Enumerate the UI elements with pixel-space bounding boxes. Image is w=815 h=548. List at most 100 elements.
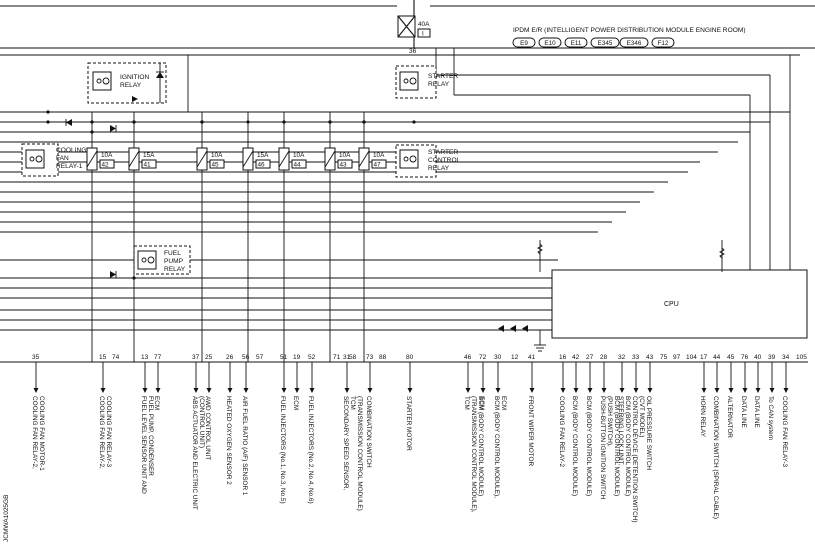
output-label: HORN RELAY [699, 396, 706, 438]
fuse-amp: 10A [101, 152, 113, 159]
pin-number: 57 [256, 354, 264, 361]
pin-number: 44 [713, 354, 721, 361]
output-connection: FUEL INJECTORS (No.1, No.3, No.5) [279, 362, 287, 504]
connector-label: E10 [544, 40, 556, 47]
pin-number: 80 [406, 354, 414, 361]
pin-number: 37 [192, 354, 200, 361]
output-label: AIR FUEL RATIO (A/F) SENSOR 1 [241, 396, 248, 496]
output-label: PUSH-BUTTON IGNITION SWITCH [599, 396, 606, 500]
connector-label: F12 [658, 40, 669, 47]
pin-number: 33 [632, 354, 640, 361]
starter-control-relay-line2: CONTROL [428, 157, 461, 164]
pin-number: 88 [379, 354, 387, 361]
pin-number: 19 [293, 354, 301, 361]
riser-lines [435, 48, 791, 280]
starter-relay-line1: STARTER [428, 73, 458, 80]
pin-number: 76 [741, 354, 749, 361]
output-connection: COOLING FAN RELAY-2,COOLING FAN MOTOR-1 [31, 362, 45, 471]
output-connection: COOLING FAN RELAY-2,COOLING FAN RELAY-3 [98, 362, 112, 469]
output-connection: COMBINATION SWITCH (SPIRAL CABLE) [712, 362, 720, 519]
output-label: BCM (BODY CONTROL MODULE) [585, 396, 592, 496]
output-label: BCM (BODY CONTROL MODULE) [571, 396, 578, 496]
output-label: STEERING LOCK UNIT, [617, 396, 624, 466]
connector-badge [651, 37, 675, 48]
output-label: ECM [500, 396, 507, 410]
pin-number: 26 [226, 354, 234, 361]
pin-number: 75 [660, 354, 668, 361]
output-label: COMBINATION SWITCH [365, 396, 372, 468]
output-connection: SECONDARY SPEED SENSOR,TCM(TRANSMISSION … [342, 362, 363, 511]
output-connection: FUEL INJECTORS (No.2, No.4, No.6) [307, 362, 315, 504]
output-connection: FRONT WIPER MOTOR [527, 362, 535, 466]
pin-number: 28 [600, 354, 608, 361]
output-connection: COOLING FAN RELAY-3 [781, 362, 789, 467]
output-connection: PUSH-BUTTON IGNITION SWITCH(PUSH SWITCH)… [599, 362, 620, 500]
output-label: ABS ACTUATOR AND ELECTRIC UNIT [191, 396, 198, 510]
connector-badge [619, 37, 649, 48]
output-label: AWD CONTROL UNIT [204, 396, 211, 460]
output-connection: ECM [292, 362, 300, 410]
cooling-fan-relay-line1: COOLING [56, 147, 86, 154]
fuse-amp: 10A [211, 152, 223, 159]
output-label: COMBINATION SWITCH (SPIRAL CABLE) [712, 396, 719, 519]
main-fuse-number: I [422, 31, 424, 38]
connector-badge [538, 37, 562, 48]
output-label: BCM (BODY CONTROL MODULE) [477, 396, 484, 496]
fuse-number: 45 [212, 162, 220, 169]
main-fuse-pin: 36 [409, 48, 417, 55]
output-connection: BCM (BODY CONTROL MODULE),ECM [493, 362, 507, 498]
output-connection: OIL PRESSURE SWITCH [645, 362, 653, 470]
pin-number: 12 [511, 354, 519, 361]
starter-control-relay-line1: STARTER [428, 149, 458, 156]
output-label: FUEL INJECTORS (No.2, No.4, No.6) [307, 396, 314, 504]
output-connection: To CAN system [767, 362, 775, 440]
output-label: COOLING FAN RELAY-3 [781, 396, 788, 467]
cpu-block: CPU [498, 240, 808, 352]
output-connection: COMBINATION SWITCH [365, 362, 373, 468]
output-label: BCM (BODY CONTROL MODULE) [624, 396, 631, 496]
ignition-relay: IGNITION RELAY [87, 55, 189, 112]
fuse-amp: 10A [373, 152, 385, 159]
connector-badge [564, 37, 588, 48]
output-connection: HEATED OXYGEN SENSOR 2 [225, 362, 233, 485]
pin-number: 58 [349, 354, 357, 361]
output-label: TCM [463, 396, 470, 410]
fuel-pump-relay-line1: FUEL [164, 250, 181, 257]
pin-number: 13 [141, 354, 149, 361]
starter-control-relay: STARTER CONTROL RELAY [395, 144, 461, 178]
output-connection: BCM (BODY CONTROL MODULE) [585, 362, 593, 496]
starter-relay-line2: RELAY [428, 81, 450, 88]
fuse-number: 47 [374, 162, 382, 169]
output-label: CONTROL DEVICE (DETENTION SWITCH) [631, 396, 638, 523]
output-connection: DATA LINE [753, 362, 761, 428]
output-label: COOLING FAN RELAY-2 [558, 396, 565, 467]
fuse-number: 44 [294, 162, 302, 169]
output-label: (PUSH SWITCH), [606, 396, 613, 447]
ignition-relay-line1: IGNITION [120, 74, 150, 81]
pin-number: 77 [154, 354, 162, 361]
pin-number: 52 [308, 354, 316, 361]
connector-badge [590, 37, 620, 48]
output-label: FUEL LEVEL SENSOR UNIT AND [140, 396, 147, 494]
pin-number: 15 [99, 354, 107, 361]
fuel-pump-relay-line3: RELAY [164, 266, 186, 273]
pin-number: 25 [205, 354, 213, 361]
output-label: OIL PRESSURE SWITCH [645, 396, 652, 470]
output-connection: TCM(TRANSMISSION CONTROL MODULE),BCM (BO… [463, 362, 484, 513]
output-connection: STARTER MOTOR [405, 362, 413, 451]
connector-label: E9 [520, 40, 528, 47]
output-label: SECONDARY SPEED SENSOR, [342, 396, 349, 490]
bus-lines [0, 111, 790, 331]
pin-number: 39 [768, 354, 776, 361]
connector-label: E345 [598, 40, 613, 47]
output-label: HEATED OXYGEN SENSOR 2 [225, 396, 232, 485]
output-label: STARTER MOTOR [405, 396, 412, 451]
